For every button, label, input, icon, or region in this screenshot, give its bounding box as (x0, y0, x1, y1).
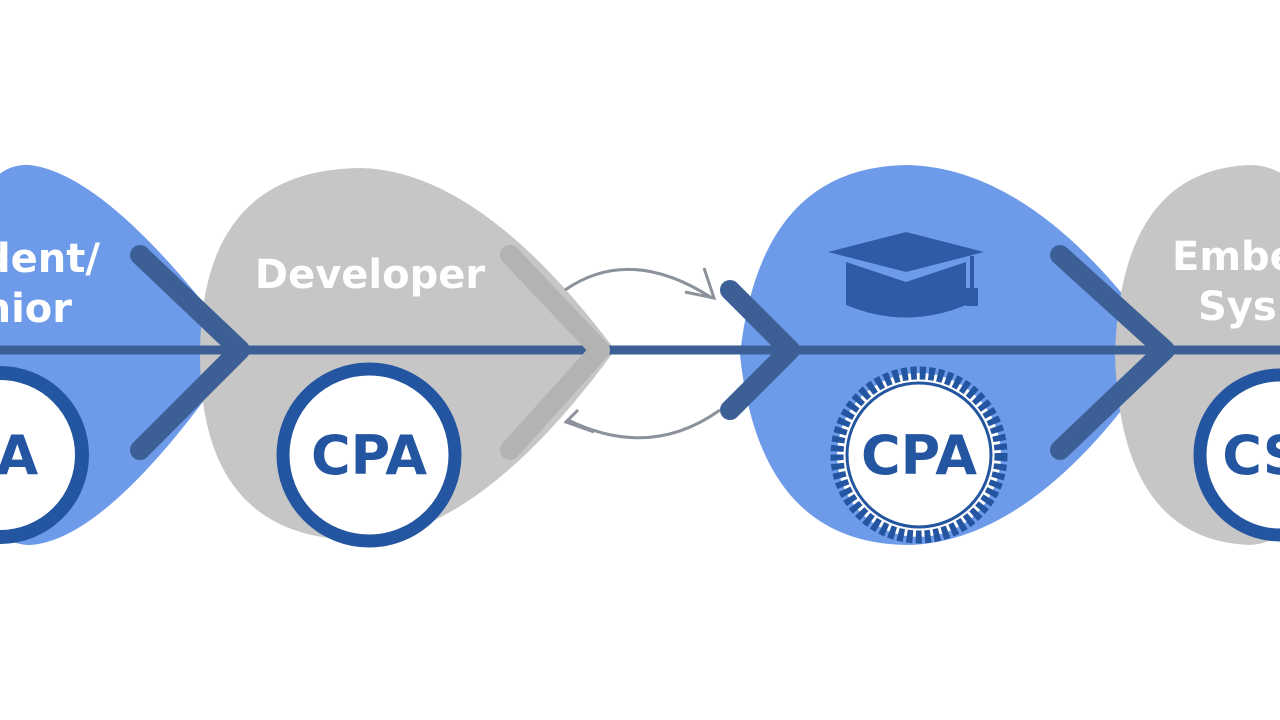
certification-badge: LA (0, 366, 89, 544)
certification-badge: CPA (276, 362, 462, 548)
stage-embedded-systems: Embe Sys CS (1115, 165, 1280, 545)
graduation-cap-icon (828, 232, 984, 318)
chevron-arrow-icon (500, 245, 610, 460)
stage-title-line: nior (0, 286, 72, 332)
stage-title-line: Embe (1172, 234, 1280, 280)
stage-student-junior: ident/ nior LA (0, 164, 240, 545)
svg-text:LA: LA (0, 424, 38, 487)
stage-education: CPA (740, 165, 1165, 545)
cycle-arrows-icon (563, 267, 721, 440)
svg-text:CS: CS (1222, 424, 1280, 487)
chevron-arrow-icon (1050, 245, 1175, 460)
chevron-arrow-icon (130, 245, 250, 460)
certification-badge: CPA (830, 366, 1008, 544)
stage-title-line: Sys (1198, 284, 1277, 330)
svg-text:CPA: CPA (861, 424, 977, 487)
chevron-arrow-icon (720, 280, 800, 420)
svg-text:CPA: CPA (311, 424, 427, 487)
certification-badge: CS (1193, 368, 1280, 542)
stage-title-line: Developer (255, 252, 485, 298)
stage-title-line: ident/ (0, 236, 100, 282)
